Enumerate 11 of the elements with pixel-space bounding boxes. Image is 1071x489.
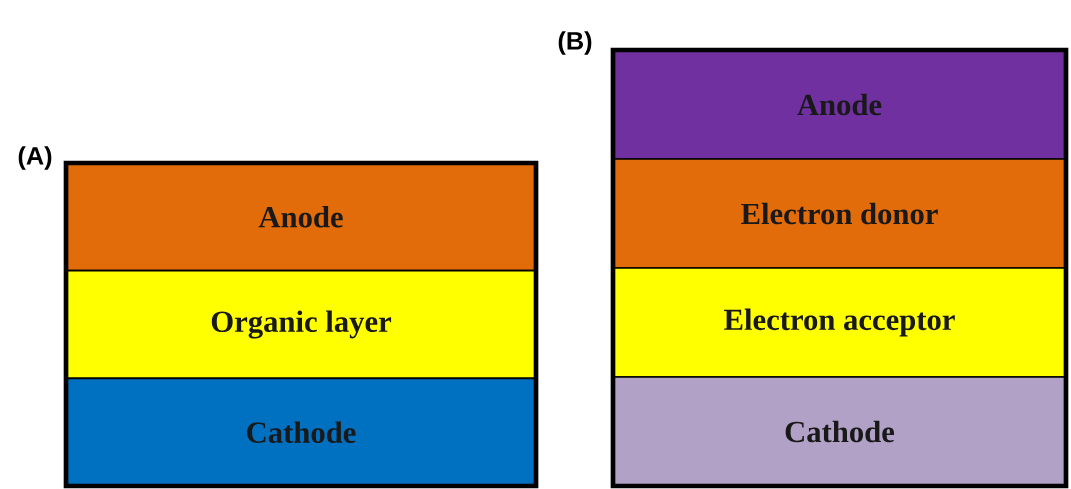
layer-band: Electron acceptor: [612, 267, 1067, 378]
layer-band: Cathode: [65, 377, 537, 487]
panel-label: (B): [558, 31, 592, 55]
panel-label: (A): [18, 146, 52, 170]
layer-band: Organic layer: [65, 269, 537, 380]
layer-band: Electron donor: [612, 158, 1067, 269]
layer-band: Cathode: [612, 376, 1067, 487]
panel-frame: [610, 47, 1069, 489]
layer-band: Anode: [612, 49, 1067, 160]
layer-band: Anode: [65, 162, 537, 272]
panel-frame: [63, 160, 539, 489]
